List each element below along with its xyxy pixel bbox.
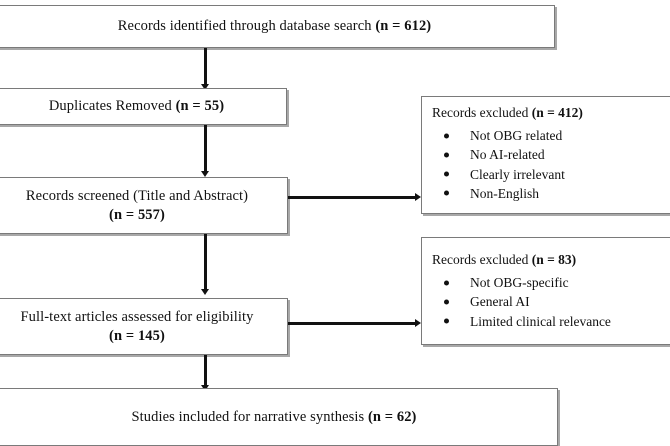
node-records-screened-label: Records screened (Title and Abstract) (n… <box>18 187 256 224</box>
node-records-excluded-eligibility: Records excluded (n = 83) Not OBG-specif… <box>421 237 670 345</box>
reason-label: General AI <box>470 294 530 310</box>
connector-screened-to-excluded-412 <box>288 196 416 199</box>
node-duplicates-removed-text: Duplicates Removed <box>48 98 172 115</box>
bullet-icon <box>444 280 449 286</box>
node-records-excluded-screening-title: Records excluded (n = 412) <box>432 105 670 121</box>
node-records-excluded-screening-text: Records excluded <box>432 105 532 120</box>
list-item: Not OBG-specific <box>432 273 670 292</box>
list-item: General AI <box>432 292 670 311</box>
reason-label: Limited clinical relevance <box>470 313 611 329</box>
list-item: Clearly irrelevant <box>432 165 670 184</box>
arrowhead-identified-to-duplicates <box>201 84 209 90</box>
bullet-icon <box>444 152 449 158</box>
node-records-identified: Records identified through database sear… <box>0 5 555 48</box>
node-records-excluded-screening: Records excluded (n = 412) Not OBG relat… <box>421 96 670 214</box>
node-fulltext-assessed-label: Full-text articles assessed for eligibil… <box>12 308 261 345</box>
connector-duplicates-to-screened <box>204 125 207 174</box>
node-studies-included-count: (n = 62) <box>367 408 417 425</box>
reason-label: No AI-related <box>470 147 545 163</box>
list-item: Non-English <box>432 184 670 203</box>
node-fulltext-assessed: Full-text articles assessed for eligibil… <box>0 298 288 355</box>
arrowhead-duplicates-to-screened <box>201 171 209 177</box>
node-records-screened: Records screened (Title and Abstract) (n… <box>0 177 288 234</box>
connector-fulltext-to-excluded-83 <box>288 322 416 325</box>
node-records-identified-text: Records identified through database sear… <box>117 18 372 35</box>
node-fulltext-assessed-count: (n = 145) <box>109 327 165 344</box>
node-records-excluded-screening-reasons: Not OBG related No AI-related Clearly ir… <box>432 126 670 203</box>
list-item: Not OBG related <box>432 126 670 145</box>
node-studies-included-label: Studies included for narrative synthesis… <box>123 408 424 427</box>
bullet-icon <box>444 318 449 324</box>
bullet-icon <box>444 299 449 305</box>
node-duplicates-removed-count: (n = 55) <box>175 98 225 115</box>
node-records-identified-label: Records identified through database sear… <box>110 17 439 36</box>
node-records-excluded-eligibility-reasons: Not OBG-specific General AI Limited clin… <box>432 273 670 330</box>
node-duplicates-removed: Duplicates Removed (n = 55) <box>0 88 287 125</box>
connector-screened-to-fulltext <box>204 234 207 292</box>
node-records-excluded-eligibility-text: Records excluded <box>432 252 532 267</box>
reason-label: Non-English <box>470 185 539 201</box>
reason-label: Not OBG related <box>470 128 563 144</box>
arrowhead-screened-to-excluded-412 <box>415 193 421 201</box>
node-records-screened-count: (n = 557) <box>109 206 165 223</box>
node-records-screened-line1: Records screened (Title and Abstract) <box>25 187 249 204</box>
node-records-excluded-eligibility-count: (n = 83) <box>531 252 577 267</box>
node-studies-included-text: Studies included for narrative synthesis <box>131 408 365 425</box>
list-item: No AI-related <box>432 145 670 164</box>
connector-fulltext-to-included <box>204 355 207 388</box>
reason-label: Clearly irrelevant <box>470 166 565 182</box>
bullet-icon <box>444 190 449 196</box>
bullet-icon <box>444 133 449 139</box>
node-fulltext-assessed-line1: Full-text articles assessed for eligibil… <box>20 308 254 325</box>
node-records-excluded-eligibility-title: Records excluded (n = 83) <box>432 252 670 268</box>
arrowhead-screened-to-fulltext <box>201 289 209 295</box>
connector-identified-to-duplicates <box>204 48 207 87</box>
arrowhead-fulltext-to-excluded-83 <box>415 319 421 327</box>
node-studies-included: Studies included for narrative synthesis… <box>0 388 558 446</box>
node-records-identified-count: (n = 612) <box>375 18 432 35</box>
list-item: Limited clinical relevance <box>432 312 670 331</box>
bullet-icon <box>444 171 449 177</box>
reason-label: Not OBG-specific <box>470 275 569 291</box>
node-records-excluded-screening-count: (n = 412) <box>531 105 583 120</box>
node-duplicates-removed-label: Duplicates Removed (n = 55) <box>41 97 232 116</box>
